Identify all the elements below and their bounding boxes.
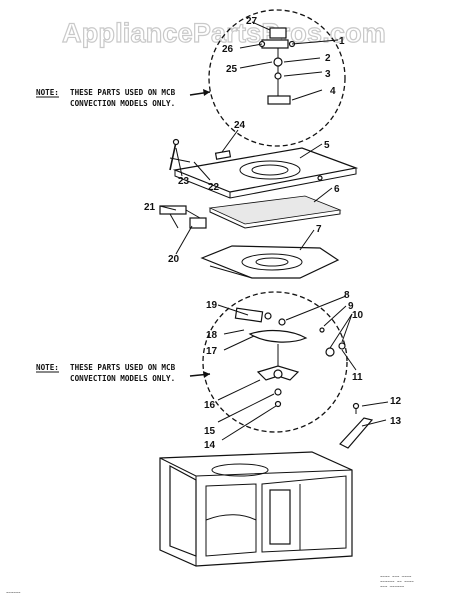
callout-2: 2	[325, 53, 331, 64]
lower-convection-boundary	[202, 291, 348, 433]
callout-23: 23	[178, 176, 190, 187]
callout-8: 8	[344, 290, 350, 301]
callout-26: 26	[222, 44, 234, 55]
part-13-side-bracket	[339, 402, 374, 449]
callout-1: 1	[339, 36, 345, 47]
lower-note-arrowhead	[203, 371, 210, 378]
callout-11: 11	[352, 372, 363, 383]
part-22-23-screw	[169, 138, 191, 171]
callout-5: 5	[324, 140, 330, 151]
callout-4: 4	[330, 86, 336, 97]
part-6-mesh-plate	[208, 195, 342, 229]
lower-note-line2: CONVECTION MODELS ONLY.	[70, 374, 175, 383]
leader-lines	[159, 21, 389, 441]
part-21-bracket	[159, 205, 207, 229]
upper-note-arrowhead	[203, 89, 210, 96]
watermark: AppliancePartsPros.com	[62, 18, 386, 48]
lower-fan-assembly	[234, 307, 346, 408]
fine-print-line-2: ~~~~~~ ~~ ~~~~	[380, 579, 414, 584]
callout-21: 21	[144, 202, 156, 213]
part-5-cavity-top	[172, 147, 359, 199]
callout-3: 3	[325, 69, 331, 80]
lower-note-label: NOTE:	[36, 363, 59, 372]
callout-18: 18	[206, 330, 218, 341]
part-24-clip	[214, 150, 232, 160]
part-7-bracket	[200, 245, 340, 279]
callout-27: 27	[246, 16, 258, 27]
fine-print-line-3: ~~~ ~~~~~~	[380, 584, 405, 589]
lower-note-line1: THESE PARTS USED ON MCB	[70, 363, 176, 372]
callout-10: 10	[352, 310, 364, 321]
upper-convection-boundary	[208, 9, 346, 147]
callout-19: 19	[206, 300, 218, 311]
callout-9: 9	[348, 301, 354, 312]
callout-20: 20	[168, 254, 180, 265]
fine-print-line-1: ~~~~ ~~~ ~~~~	[380, 574, 412, 579]
callout-25: 25	[226, 64, 238, 75]
callouts: 1 2 3 4 5 6 7 8 9 10 11 12 13 14 15 16 1…	[144, 16, 402, 451]
callout-12: 12	[390, 396, 402, 407]
fine-print: ~~~~ ~~~ ~~~~ ~~~~~~ ~~ ~~~~ ~~~ ~~~~~~ …	[6, 574, 414, 595]
upper-note-line1: THESE PARTS USED ON MCB	[70, 88, 176, 97]
corner-code: ~~~~~~	[6, 590, 21, 595]
upper-note-line2: CONVECTION MODELS ONLY.	[70, 99, 175, 108]
callout-17: 17	[206, 346, 218, 357]
lower-note: NOTE: THESE PARTS USED ON MCB CONVECTION…	[36, 363, 211, 383]
callout-22: 22	[208, 182, 220, 193]
upper-note: NOTE: THESE PARTS USED ON MCB CONVECTION…	[36, 88, 211, 108]
upper-note-label: NOTE:	[36, 88, 59, 97]
callout-24: 24	[234, 120, 246, 131]
callout-15: 15	[204, 426, 216, 437]
callout-14: 14	[204, 440, 216, 451]
callout-7: 7	[316, 224, 322, 235]
oven-chassis	[159, 451, 353, 567]
callout-16: 16	[204, 400, 216, 411]
callout-6: 6	[334, 184, 340, 195]
callout-13: 13	[390, 416, 402, 427]
